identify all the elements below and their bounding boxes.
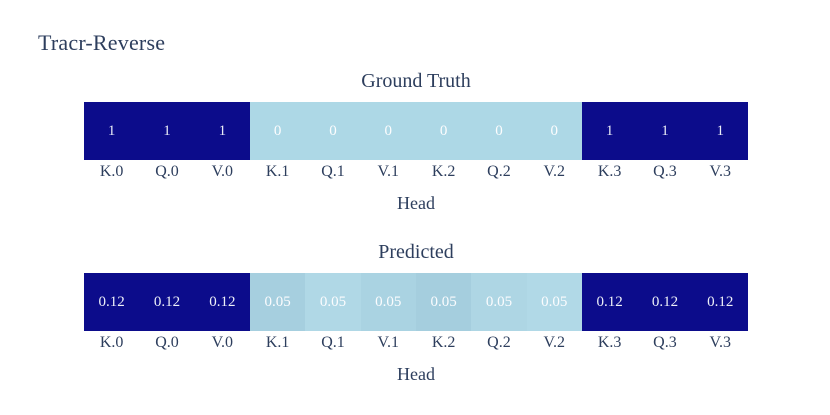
x-tick-label: K.2 [431, 334, 456, 351]
x-tick-label: V.0 [211, 163, 234, 180]
heatmap-cell: 0 [249, 102, 306, 160]
x-tick-label: K.2 [431, 163, 456, 180]
x-tick-label: Q.1 [321, 163, 345, 180]
x-tick-label: V.3 [709, 334, 732, 351]
heatmap-cell: 1 [581, 102, 638, 160]
heatmap-cell: 0 [415, 102, 472, 160]
x-tick-label: Q.3 [653, 334, 677, 351]
heatmap-cell: 0 [471, 102, 527, 160]
heatmap-cell: 0.05 [249, 273, 306, 331]
x-tick-label: Q.2 [487, 334, 511, 351]
x-tick-label: K.3 [597, 334, 622, 351]
predicted-chart-title: Predicted [378, 241, 454, 263]
heatmap-cell: 0.12 [637, 273, 693, 331]
x-tick-label: V.1 [377, 163, 400, 180]
ground-truth-x-ticks: K.0 Q.0 V.0 K.1 Q.1 V.1 K.2 Q.2 V.2 K.3 Q.3 V.3 [84, 163, 748, 187]
heatmap-cell: 1 [139, 102, 195, 160]
heatmap-cell: 1 [692, 102, 748, 160]
x-tick-label: V.2 [543, 334, 566, 351]
x-tick-label: K.0 [99, 334, 124, 351]
heatmap-cell: 0.12 [139, 273, 195, 331]
x-tick-label: V.2 [543, 163, 566, 180]
x-tick-label: Q.0 [155, 163, 179, 180]
heatmap-cell: 1 [194, 102, 250, 160]
heatmap-cell: 0.12 [84, 273, 140, 331]
ground-truth-chart-title: Ground Truth [361, 70, 471, 92]
x-tick-label: V.0 [211, 334, 234, 351]
heatmap-cell: 0 [360, 102, 416, 160]
heatmap-cell: 0.05 [526, 273, 582, 331]
heatmap-cell: 0.12 [581, 273, 638, 331]
x-tick-label: Q.3 [653, 163, 677, 180]
x-tick-label: V.1 [377, 334, 400, 351]
x-tick-label: Q.1 [321, 334, 345, 351]
x-tick-label: K.1 [265, 163, 290, 180]
predicted-x-ticks: K.0 Q.0 V.0 K.1 Q.1 V.1 K.2 Q.2 V.2 K.3 Q.3 V.3 [84, 334, 748, 358]
heatmap-cell: 0 [526, 102, 582, 160]
heatmap-cell: 0.05 [471, 273, 527, 331]
heatmap-cell: 0.05 [360, 273, 416, 331]
heatmap-cell: 0.05 [305, 273, 361, 331]
x-tick-label: K.3 [597, 163, 622, 180]
heatmap-cell: 0.12 [194, 273, 250, 331]
heatmap-cell: 1 [637, 102, 693, 160]
x-tick-label: Q.0 [155, 334, 179, 351]
ground-truth-x-axis-label: Head [397, 193, 435, 213]
x-tick-label: Q.2 [487, 163, 511, 180]
heatmap-cell: 0 [305, 102, 361, 160]
heatmap-cell: 0.12 [692, 273, 748, 331]
predicted-x-axis-label: Head [397, 364, 435, 384]
heatmap-cell: 0.05 [415, 273, 472, 331]
x-tick-label: K.0 [99, 163, 124, 180]
figure-title: Tracr-Reverse [38, 30, 166, 55]
x-tick-label: V.3 [709, 163, 732, 180]
x-tick-label: K.1 [265, 334, 290, 351]
heatmap-cell: 1 [84, 102, 140, 160]
